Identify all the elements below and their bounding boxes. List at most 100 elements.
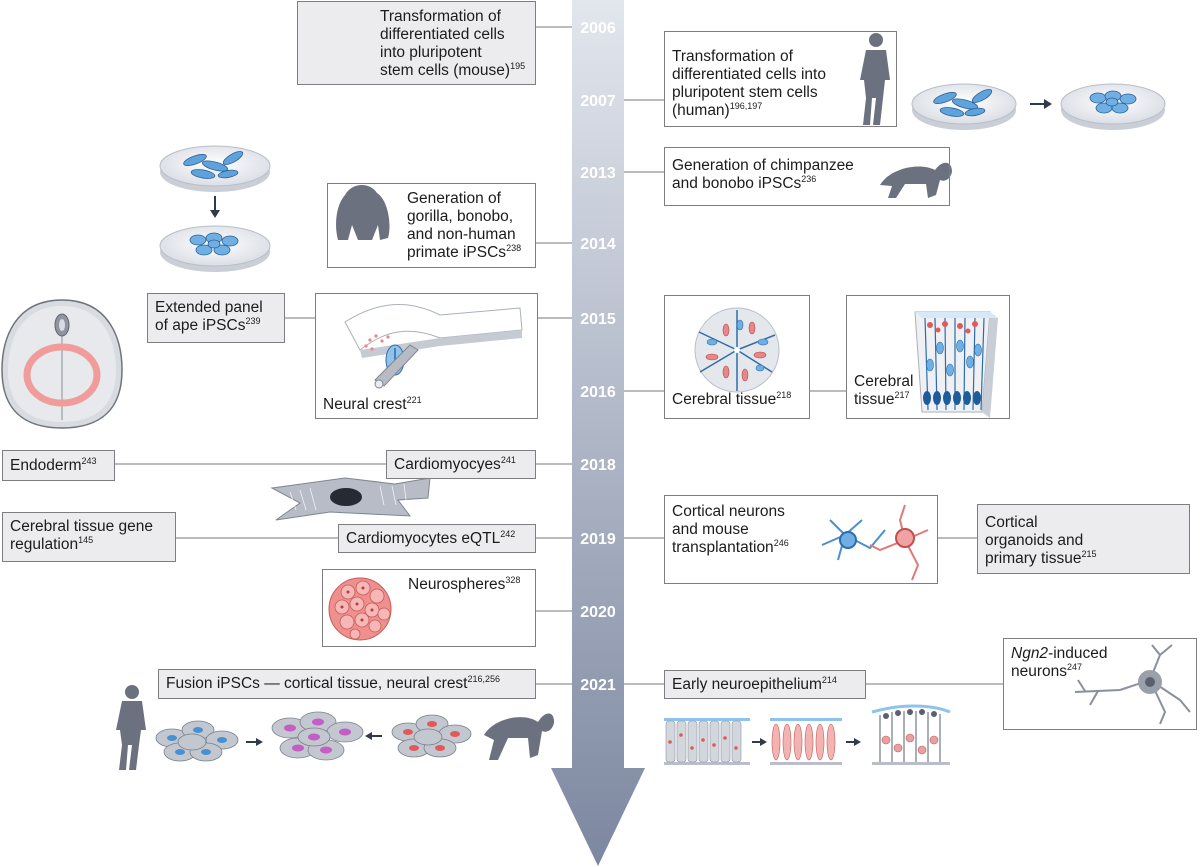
- text-line: Cerebral: [854, 373, 914, 390]
- reference: 328: [505, 574, 521, 585]
- text-line: Cardiomyocyes: [394, 456, 501, 473]
- reference: 247: [1067, 661, 1083, 672]
- fusion-cells-icon: [155, 711, 472, 762]
- year-2007: 2007: [580, 93, 616, 110]
- reference: 218: [776, 389, 792, 400]
- text-line: Generation of: [407, 190, 501, 207]
- gorilla-icon: [336, 184, 390, 240]
- event-2016-cerebral-tissue-b: Cerebral tissue217: [846, 295, 1010, 419]
- text-line: Neural crest: [323, 396, 407, 413]
- reference: 215: [1081, 548, 1097, 559]
- text-line: Endoderm: [10, 457, 82, 474]
- text-line: regulation: [10, 536, 79, 553]
- reference: 196,197: [729, 100, 763, 111]
- text-line: Cortical neurons: [672, 503, 785, 520]
- event-2019-gene-regulation: Cerebral tissue gene regulation145: [2, 512, 176, 562]
- text-line: of ape iPSCs: [155, 317, 246, 334]
- event-2018-endoderm: Endoderm243: [2, 450, 115, 481]
- event-2016-cerebral-tissue-a: Cerebral tissue218: [664, 295, 810, 419]
- text-line: primate iPSCs: [407, 244, 507, 261]
- text-line: into pluripotent: [380, 44, 482, 61]
- year-2014: 2014: [580, 236, 616, 253]
- event-2014-gorilla: Generation of gorilla, bonobo, and non-h…: [327, 183, 536, 268]
- reference: 217: [894, 389, 910, 400]
- text-line: Cardiomyocytes eQTL: [346, 530, 501, 547]
- event-2019-organoids: Cortical organoids and primary tissue215: [977, 504, 1190, 574]
- reference: 242: [500, 528, 516, 539]
- reference: 214: [821, 674, 837, 685]
- year-2019: 2019: [580, 531, 616, 548]
- text-line: primary tissue: [985, 550, 1082, 567]
- reference: 239: [245, 315, 261, 326]
- text-line: differentiated cells: [380, 26, 505, 43]
- ngn2-neuron-nucleus: [1145, 677, 1155, 687]
- petri-dish-icon: [1060, 83, 1166, 130]
- chimpanzee-icon: [880, 162, 952, 198]
- text-line: neurons: [1011, 663, 1068, 680]
- year-2016: 2016: [580, 384, 616, 401]
- reference: 145: [78, 534, 94, 545]
- text-line: gorilla, bonobo,: [407, 208, 513, 225]
- text-line: Transformation of: [672, 48, 793, 65]
- human-silhouette-icon: [116, 685, 146, 770]
- event-2021-ngn2-neurons: Ngn2-induced neurons247: [1003, 638, 1197, 730]
- event-2021-neuroepithelium: Early neuroepithelium214: [664, 670, 866, 699]
- text-line: Extended panel: [155, 299, 263, 316]
- reference: 238: [506, 242, 522, 253]
- petri-dish-icon: [159, 145, 271, 192]
- event-2018-cardiomyocytes: Cardiomyocyes241: [386, 450, 536, 479]
- text-line: Cortical: [985, 514, 1038, 531]
- text-line: Neurospheres: [408, 576, 506, 593]
- text-line: and non-human: [407, 226, 516, 243]
- reference: 221: [406, 394, 422, 405]
- event-2021-fusion-ipsc: Fusion iPSCs — cortical tissue, neural c…: [158, 669, 536, 699]
- text-line: pluripotent stem cells: [672, 84, 818, 101]
- event-2020-neurospheres: Neurospheres328: [322, 569, 536, 647]
- year-2021: 2021: [580, 677, 616, 694]
- reference: 243: [81, 455, 97, 466]
- text-line: organoids and: [985, 532, 1084, 549]
- gene-name: Ngn2: [1011, 645, 1049, 662]
- year-2013: 2013: [580, 165, 616, 182]
- year-2020: 2020: [580, 604, 616, 621]
- text-line: -induced: [1048, 645, 1108, 662]
- event-2007-human-ipsc: Transformation of differentiated cells i…: [664, 31, 897, 127]
- neurosphere-icon: [328, 577, 392, 641]
- text-line: transplantation: [672, 539, 774, 556]
- text-line: Transformation of: [380, 8, 501, 25]
- ngn2-neuron-icon: [1074, 644, 1191, 725]
- text-line: Early neuroepithelium: [672, 676, 822, 693]
- neuroepithelium-icon: [664, 704, 951, 765]
- reference: 195: [510, 60, 526, 71]
- event-2013-chimp-bonobo: Generation of chimpanzee and bonobo iPSC…: [664, 147, 950, 206]
- chimpanzee-icon: [484, 713, 555, 760]
- cortex-tissue-icon: [914, 311, 998, 418]
- text-line: differentiated cells into: [672, 66, 826, 83]
- text-line: tissue: [854, 391, 895, 408]
- neural-crest-icon: [344, 304, 523, 389]
- event-2015-neural-crest: Neural crest221: [315, 293, 538, 419]
- text-line: Cerebral tissue gene: [10, 518, 154, 535]
- year-2006: 2006: [580, 20, 616, 37]
- reference: 241: [500, 454, 516, 465]
- event-2006-mouse-ipsc: Transformation of differentiated cells i…: [297, 1, 536, 85]
- text-line: Cerebral tissue: [672, 391, 777, 408]
- embryo-icon: [1, 299, 123, 429]
- reference: 216,256: [467, 673, 501, 684]
- text-line: (human): [672, 102, 730, 119]
- event-2015-ape-panel: Extended panel of ape iPSCs239: [147, 293, 285, 343]
- connector-lines: [115, 26, 1003, 685]
- petri-dish-icon: [159, 225, 271, 272]
- text-line: Fusion iPSCs — cortical tissue, neural c…: [166, 675, 468, 692]
- timeline-arrow: [551, 0, 645, 866]
- text-line: Generation of chimpanzee: [672, 157, 854, 174]
- neuron-icon: [821, 504, 929, 581]
- text-line: and bonobo iPSCs: [672, 175, 802, 192]
- text-line: stem cells (mouse): [380, 62, 511, 79]
- event-2019-cortical-neurons: Cortical neurons and mouse transplantati…: [664, 495, 938, 584]
- petri-dish-icon: [911, 83, 1017, 130]
- rosette-icon: [694, 307, 780, 393]
- text-line: and mouse: [672, 521, 749, 538]
